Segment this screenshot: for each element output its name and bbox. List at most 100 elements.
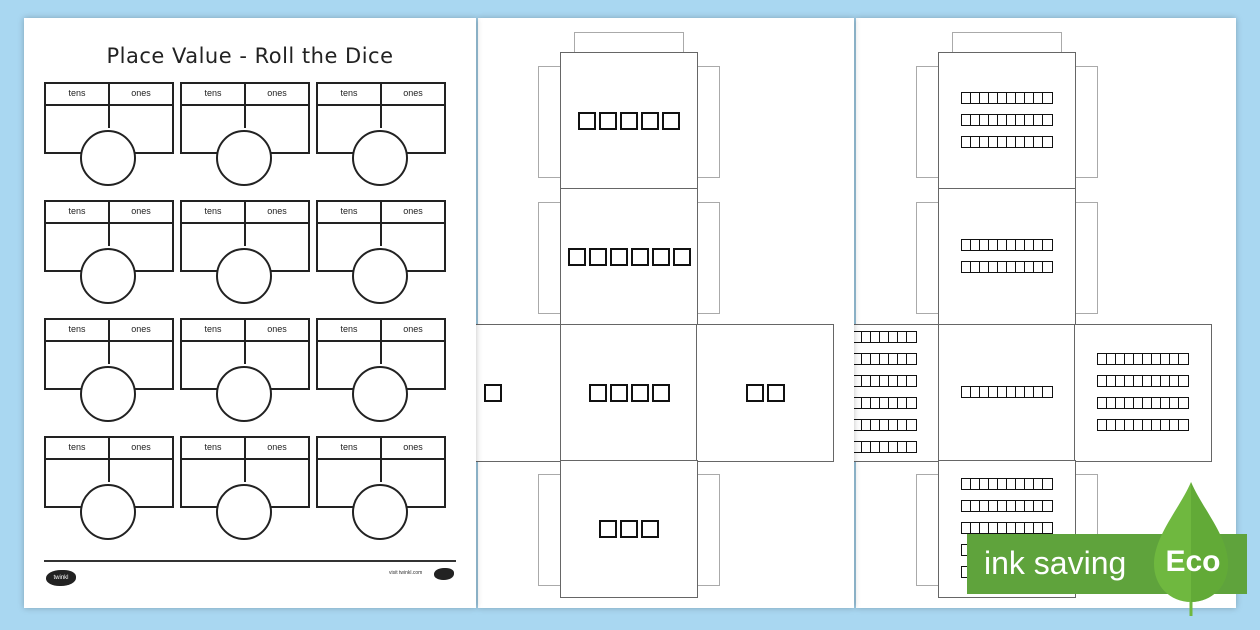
tens-rod: [1096, 397, 1189, 409]
rod-cell: [880, 376, 889, 386]
rod-cell: [989, 387, 998, 397]
rod-cell: [1152, 420, 1161, 430]
ones-cube: [484, 384, 502, 402]
rod-cell: [871, 420, 880, 430]
rod-cell: [962, 479, 971, 489]
rod-cell: [880, 398, 889, 408]
rod-cell: [998, 387, 1007, 397]
glue-tab: [952, 32, 1062, 54]
rod-cell: [1016, 115, 1025, 125]
glue-tab: [916, 202, 940, 314]
ones-cube: [588, 248, 607, 266]
ones-cubes: [484, 384, 502, 402]
ones-cube: [599, 112, 617, 130]
ones-cube: [609, 248, 628, 266]
rod-cell: [1025, 479, 1034, 489]
eco-leaf-icon: [1154, 482, 1228, 616]
rod-cell: [998, 479, 1007, 489]
rod-cell: [1161, 376, 1170, 386]
place-value-header: tens ones: [316, 200, 446, 224]
rod-cell: [989, 501, 998, 511]
rod-cell: [1016, 523, 1025, 533]
glue-tab: [916, 66, 940, 178]
tens-rod: [960, 478, 1053, 490]
ones-label: ones: [403, 442, 423, 452]
rod-cell: [1098, 376, 1107, 386]
rod-cell: [880, 420, 889, 430]
rod-cell: [871, 442, 880, 452]
rod-cell: [1170, 398, 1179, 408]
ones-label: ones: [403, 206, 423, 216]
rod-cell: [998, 137, 1007, 147]
rod-cell: [1043, 240, 1052, 250]
eco-label: Eco: [1165, 545, 1221, 578]
rod-cell: [1161, 420, 1170, 430]
rod-cell: [898, 420, 907, 430]
rod-cell: [1043, 501, 1052, 511]
answer-circle: [352, 366, 408, 422]
rod-cell: [1043, 93, 1052, 103]
rod-cell: [1170, 420, 1179, 430]
tens-label: tens: [182, 438, 246, 458]
rod-cell: [989, 240, 998, 250]
worksheet-title: Place Value - Roll the Dice: [106, 44, 394, 68]
ones-cube: [651, 248, 670, 266]
rod-cell: [862, 442, 871, 452]
rod-cell: [862, 354, 871, 364]
rod-cell: [871, 376, 880, 386]
rod-cell: [1179, 354, 1188, 364]
answer-circle: [352, 248, 408, 304]
rod-cell: [989, 115, 998, 125]
glue-tab: [1074, 66, 1098, 178]
rod-cell: [853, 354, 862, 364]
rod-cell: [980, 137, 989, 147]
tens-rod: [960, 386, 1053, 398]
glue-tab: [696, 474, 720, 586]
rod-cell: [880, 332, 889, 342]
ones-cubes: [599, 520, 659, 538]
answer-circle: [352, 484, 408, 540]
footer-url: visit twinkl.com: [389, 570, 423, 576]
tens-label: tens: [182, 84, 246, 104]
rod-cell: [989, 262, 998, 272]
rod-cell: [1107, 376, 1116, 386]
rod-cell: [880, 442, 889, 452]
rod-cell: [1034, 479, 1043, 489]
rod-cell: [1107, 398, 1116, 408]
rod-cell: [1034, 115, 1043, 125]
rod-cell: [871, 354, 880, 364]
glue-tab: [916, 474, 940, 586]
dice-face-right: [1074, 324, 1212, 462]
answer-circle: [352, 130, 408, 186]
rod-cell: [889, 354, 898, 364]
glue-tab: [538, 202, 562, 314]
tens-rod: [960, 261, 1053, 273]
tens-label: tens: [46, 84, 110, 104]
rod-cell: [971, 240, 980, 250]
rod-cell: [1043, 115, 1052, 125]
dice-face-top: [938, 52, 1076, 190]
rod-cell: [1134, 398, 1143, 408]
rod-cell: [1116, 420, 1125, 430]
tens-label: tens: [318, 202, 382, 222]
rod-cell: [1125, 398, 1134, 408]
glue-tab: [1074, 202, 1098, 314]
ones-label: ones: [403, 324, 423, 334]
rod-cell: [1116, 398, 1125, 408]
answer-circle: [80, 130, 136, 186]
answer-circle: [80, 484, 136, 540]
rod-cell: [853, 398, 862, 408]
rod-cell: [1143, 354, 1152, 364]
ones-cube: [766, 384, 785, 402]
rod-cell: [1025, 240, 1034, 250]
glue-tab: [696, 202, 720, 314]
rod-cell: [1116, 354, 1125, 364]
place-value-worksheet: Place Value - Roll the Dice tens ones tens…: [24, 18, 476, 608]
tens-rod: [1096, 375, 1189, 387]
tens-rod: [960, 500, 1053, 512]
rod-cell: [971, 501, 980, 511]
